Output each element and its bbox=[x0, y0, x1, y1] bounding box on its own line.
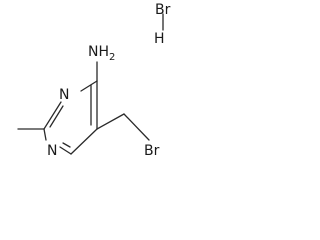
structure-diagram: Br H NH2 N N Br bbox=[17, 2, 171, 159]
bond-n3-c4 bbox=[80, 80, 98, 92]
bond-c5-c6 bbox=[70, 128, 98, 155]
hbr-bromine-label: Br bbox=[155, 2, 171, 18]
ring-n-bottom-label: N bbox=[47, 143, 57, 159]
substituents bbox=[17, 61, 150, 141]
bond-ch2-br bbox=[123, 113, 150, 141]
bond-c2-n3 bbox=[43, 101, 62, 130]
bond-c6-n1-inner bbox=[62, 142, 71, 148]
ring-n-top-label: N bbox=[59, 87, 69, 103]
amine-label-main: NH bbox=[88, 44, 109, 60]
hbr-hydrogen-label: H bbox=[154, 31, 165, 47]
hydrobromide-salt: Br H bbox=[154, 2, 171, 47]
bromomethyl-bromine-label: Br bbox=[144, 143, 160, 159]
pyrimidine-ring bbox=[43, 80, 98, 155]
amine-label: NH2 bbox=[88, 44, 115, 63]
bond-c5-ch2 bbox=[96, 113, 125, 130]
atom-labels: NH2 N N Br bbox=[47, 44, 160, 159]
bond-c6-n1 bbox=[59, 146, 72, 155]
bond-n1-c2 bbox=[43, 128, 47, 141]
amine-label-subscript: 2 bbox=[109, 52, 115, 63]
bond-c2-n3-inner bbox=[49, 105, 64, 128]
